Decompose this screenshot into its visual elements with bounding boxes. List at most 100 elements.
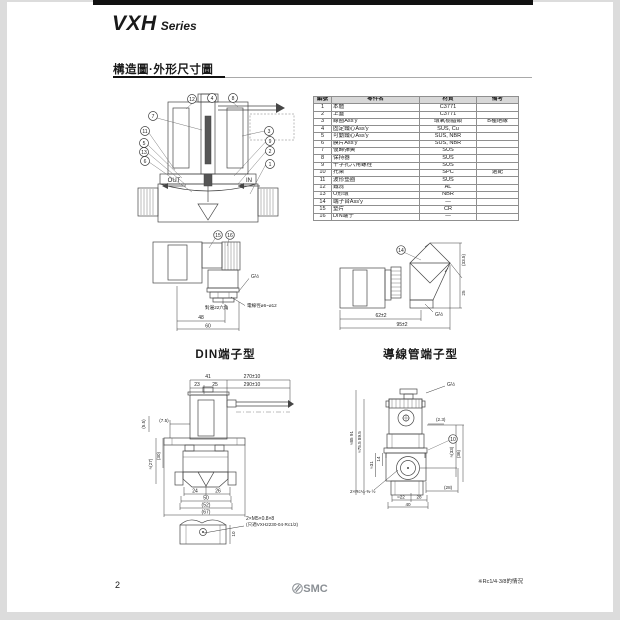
cell-remark: [476, 176, 519, 185]
cell-remark: [476, 139, 519, 149]
cell-no: 10: [313, 168, 332, 178]
thread-note-line1: 2×M5×0.8×8: [246, 516, 274, 522]
section-underline-light: [225, 76, 532, 79]
cell-name: 上蓋: [331, 110, 420, 119]
footer-note: ※Rc1/4·3/8的情況: [478, 579, 523, 585]
dim-50: 50: [203, 496, 209, 502]
port-thread-label: 2×Rc¼·⅜·½: [350, 488, 376, 494]
cell-material: 環氧樹脂類: [419, 117, 477, 127]
dim-270: 270±10: [244, 374, 261, 380]
cell-material: SUS, NBR: [419, 132, 477, 141]
dim-41: 41: [205, 374, 211, 380]
callout-10: 10: [450, 437, 456, 443]
din-linework: [152, 241, 241, 303]
scan-edge: [0, 0, 7, 620]
cell-no: 15: [313, 205, 332, 214]
scan-edge: [613, 0, 620, 620]
dim-30: (30): [156, 451, 161, 460]
conduit-terminal-svg: 14 (33.5) 25 G½ 62±2 95±2: [339, 242, 466, 330]
cell-no: 8: [313, 154, 332, 163]
callout-12: 12: [189, 97, 195, 103]
dim-60: 60: [205, 324, 211, 330]
din-labels: 15 16 G½ 電線徑ø6~ø12 對邊22六角 48 60: [198, 230, 277, 330]
cell-no: 16: [313, 212, 332, 222]
thread-label: G½: [251, 273, 260, 280]
cell-name: 十字孔六角螺栓: [331, 161, 420, 170]
dim-67: (67): [202, 510, 211, 516]
dim-31: ≈31: [369, 461, 374, 469]
cell-remark: 選配: [476, 168, 519, 178]
scan-edge: [0, 612, 620, 620]
cell-material: —: [419, 212, 477, 222]
dim-33: ≈(33): [449, 446, 454, 457]
callout-14: 14: [398, 248, 404, 254]
thread-label: G½: [435, 311, 444, 318]
callout-16: 16: [227, 233, 233, 239]
construction-diagram: OUT IN 12 4 8 7 11 5 13 6 3 9 2: [130, 86, 320, 232]
dim-height-2: ≈75.5 89.5: [357, 431, 362, 453]
dim-62: 62±2: [375, 313, 386, 319]
cell-name: 墊片: [331, 205, 420, 214]
cell-name: 端子台Ass'y: [331, 198, 420, 207]
cable-dia-label: 電線徑ø6~ø12: [247, 302, 277, 309]
callout-9: 9: [269, 139, 272, 145]
smc-logo-icon: [292, 583, 304, 594]
dim-7-5: (7.5): [159, 418, 169, 423]
din-caption: DIN端子型: [195, 349, 256, 361]
cell-remark: [476, 183, 519, 192]
cell-no: 1: [313, 103, 332, 112]
section-underline: [113, 76, 225, 79]
callout-6: 6: [144, 159, 147, 165]
cell-name: 復歸彈簧: [331, 147, 420, 156]
cell-no: 5: [313, 132, 332, 141]
conduit-labels: 14 (33.5) 25 G½ 62±2 95±2: [375, 245, 466, 328]
cell-remark: [476, 205, 519, 214]
callout-13: 13: [141, 150, 147, 156]
dim-25: 25: [212, 382, 218, 388]
cell-remark: [476, 154, 519, 163]
dim-36: (36): [456, 449, 461, 458]
din-terminal-drawing: 15 16 G½ 電線徑ø6~ø12 對邊22六角 48 60: [143, 228, 308, 346]
side-linework: [383, 388, 428, 496]
hex-flats-label: 對邊22六角: [205, 304, 229, 311]
dim-24: 24: [192, 489, 198, 495]
dim-26: 26: [215, 489, 221, 495]
cell-remark: [476, 147, 519, 156]
cell-no: 3: [313, 117, 332, 127]
cell-no: 14: [313, 198, 332, 207]
dim-14: 14: [376, 456, 381, 462]
cell-material: C3771: [419, 110, 477, 119]
cell-remark: [476, 103, 519, 112]
section-title: 構造圖·外形尺寸圖: [113, 64, 214, 76]
cell-remark: [476, 190, 519, 200]
dim-27: ≈(27): [148, 458, 153, 469]
side-view-svg: G½ (2.3) 10 ≈85 91 ≈75.5 89.5 ≈31 14 ≈(3…: [349, 381, 464, 509]
dim-25: 25: [461, 290, 466, 296]
cell-material: NBR: [419, 190, 477, 200]
front-view-svg: 41 270±10 23 25 290±10 (7.5) (5.5) (30) …: [141, 374, 299, 545]
cell-remark: [476, 110, 519, 119]
series-name: VXH: [112, 12, 157, 35]
cell-remark: [476, 132, 519, 141]
in-label: IN: [246, 178, 252, 184]
cell-material: SUS: [419, 176, 477, 185]
dim-290: 290±10: [244, 382, 261, 388]
dim-28-right: (28): [444, 485, 453, 490]
cell-material: AL: [419, 183, 477, 192]
cell-name: 可動鐵心Ass'y: [331, 132, 420, 141]
cell-name: 本體: [331, 103, 420, 112]
table-header-row: 編號 零件名 材質 備考: [313, 95, 519, 105]
dim-95: 95±2: [396, 322, 407, 328]
series-suffix: Series: [160, 19, 197, 33]
cell-material: CR: [419, 205, 477, 214]
